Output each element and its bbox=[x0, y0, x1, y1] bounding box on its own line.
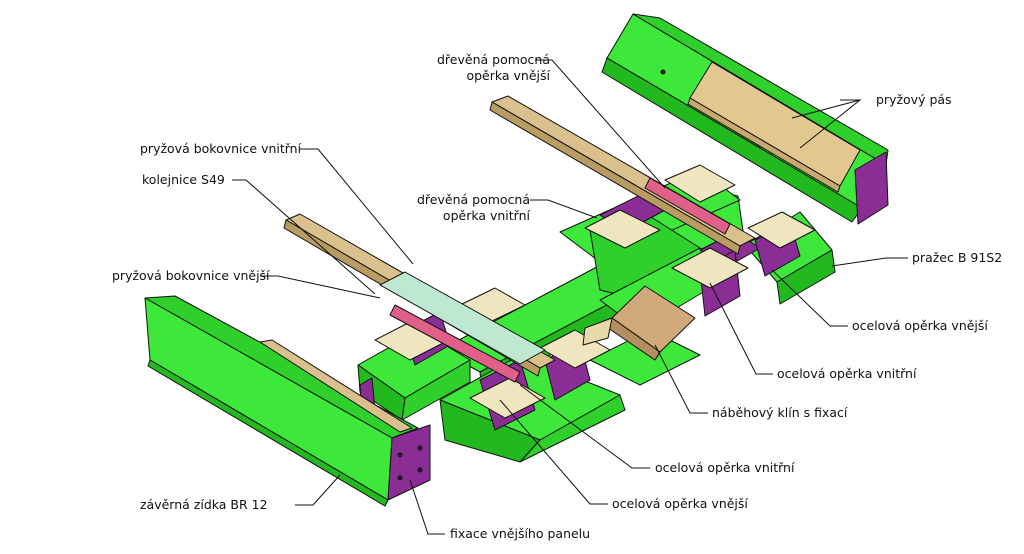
rail-back bbox=[489, 95, 756, 255]
label-sleeper: pražec B 91S2 bbox=[912, 250, 1003, 265]
label-panel-fixation: fixace vnějšího panelu bbox=[450, 526, 591, 541]
label-steel-outer-right: ocelová opěrka vnější bbox=[852, 318, 988, 333]
label-wooden-inner-line1: dřevěná pomocná bbox=[417, 192, 530, 207]
label-wooden-inner-line2: opěrka vnitřní bbox=[442, 208, 530, 223]
label-closing-wall: závěrná zídka BR 12 bbox=[140, 497, 268, 512]
label-steel-inner-bottom: ocelová opěrka vnitřní bbox=[655, 460, 795, 475]
label-wooden-inner: dřevěná pomocná opěrka vnitřní bbox=[396, 192, 530, 224]
label-steel-outer-bottom: ocelová opěrka vnější bbox=[612, 496, 748, 511]
label-rubber-belt: pryžový pás bbox=[876, 92, 952, 107]
label-run-up-wedge: náběhový klín s fixací bbox=[712, 405, 848, 420]
label-steel-inner-right: ocelová opěrka vnitřní bbox=[777, 366, 917, 381]
run-up-wedge bbox=[582, 285, 696, 361]
label-rubber-side-inner: pryžová bokovnice vnitřní bbox=[140, 141, 302, 156]
rail-front bbox=[283, 213, 556, 383]
label-wooden-outer-line2: opěrka vnější bbox=[466, 68, 550, 83]
leader-lines bbox=[232, 59, 908, 535]
closing-wall bbox=[144, 295, 431, 507]
label-rubber-side-outer: pryžová bokovnice vnější bbox=[112, 268, 270, 283]
label-wooden-outer: dřevěná pomocná opěrka vnější bbox=[418, 52, 550, 84]
outer-panel-right bbox=[601, 13, 889, 225]
label-rail-s49: kolejnice S49 bbox=[142, 172, 225, 187]
label-wooden-outer-line1: dřevěná pomocná bbox=[437, 52, 550, 67]
